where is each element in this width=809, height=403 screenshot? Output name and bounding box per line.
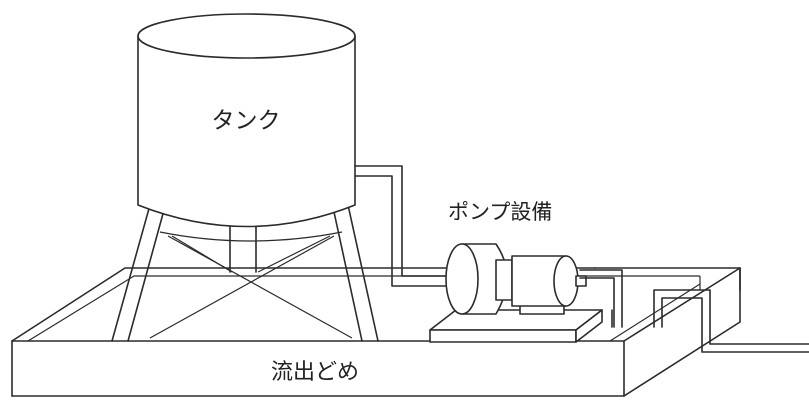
pipe-tank-to-pump [354, 165, 449, 287]
pump [429, 243, 603, 343]
dike-label: 流出どめ [271, 360, 359, 385]
tank: タンク [137, 13, 356, 228]
pump-label: ポンプ設備 [448, 200, 552, 224]
tank-stand [111, 204, 379, 342]
tank-label: タンク [212, 108, 281, 134]
pipe-pump-outlet [579, 269, 809, 353]
